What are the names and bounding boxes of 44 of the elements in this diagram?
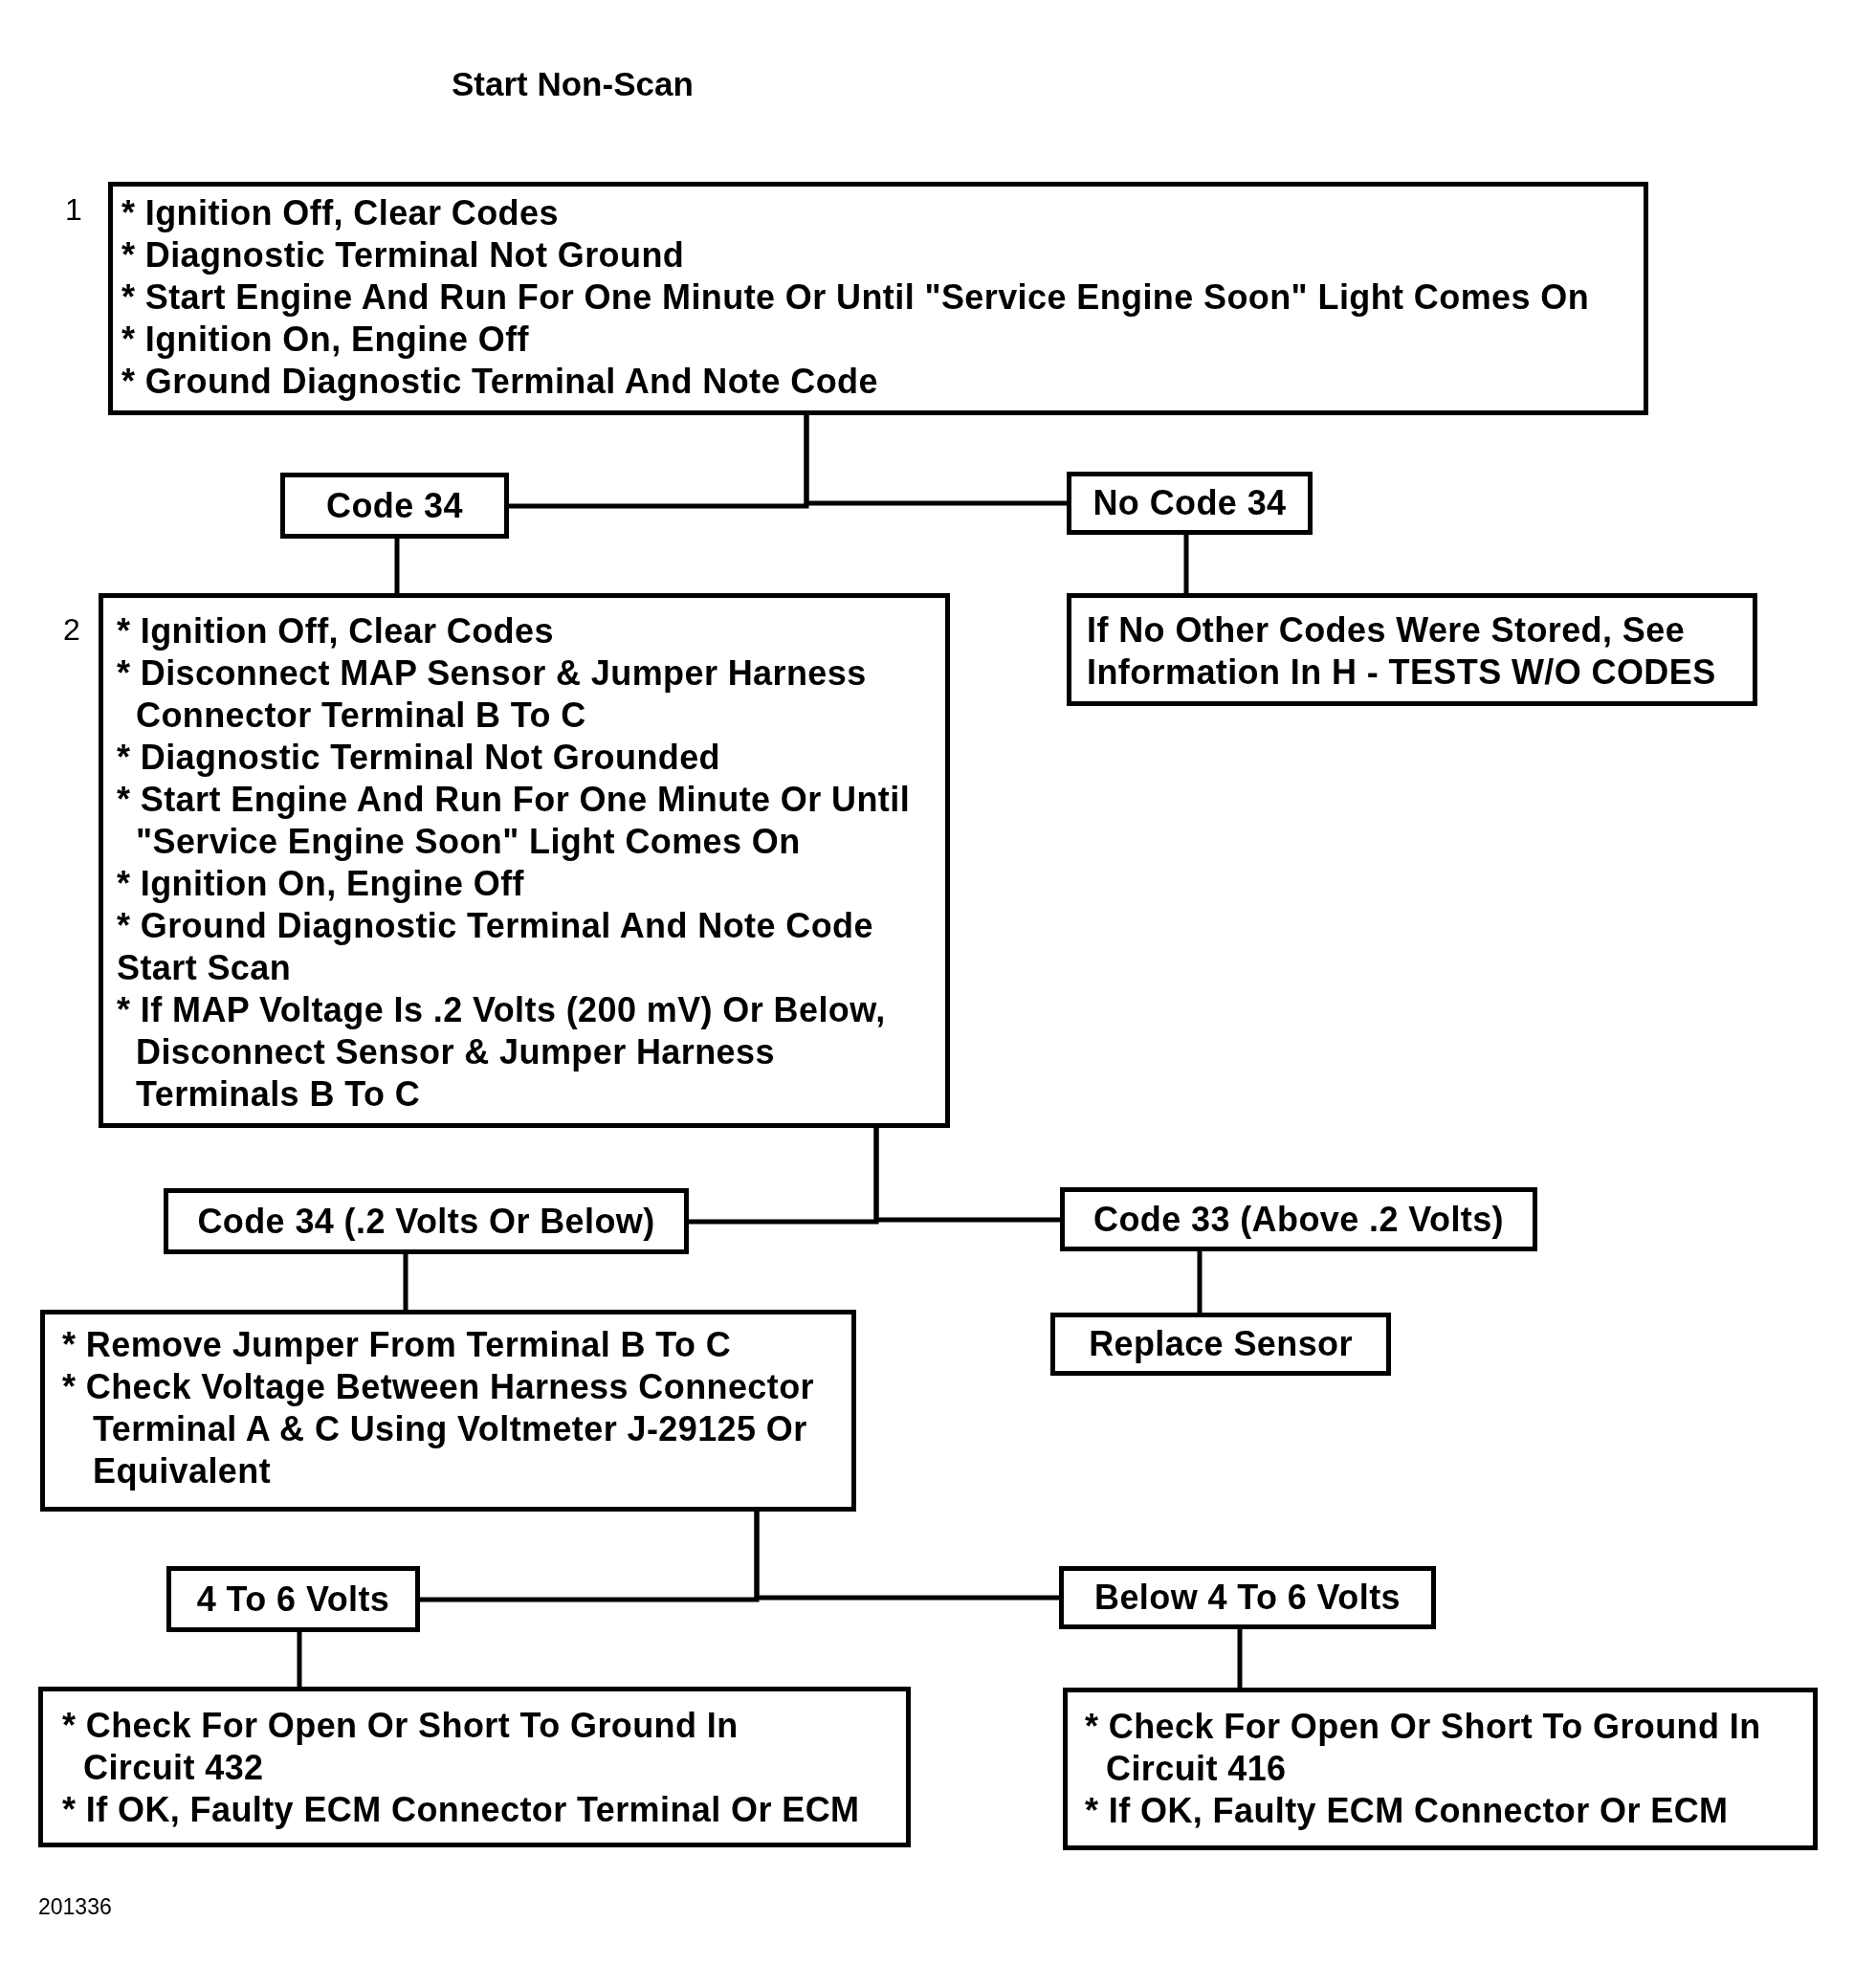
step-number: 2 (63, 611, 80, 649)
step-text: * Ignition On, Engine Off (117, 863, 525, 905)
step-text: * Diagnostic Terminal Not Grounded (117, 737, 721, 779)
step-box (40, 1310, 856, 1512)
outcome-box (164, 1188, 689, 1254)
outcome-text: Below 4 To 6 Volts (1094, 1577, 1401, 1619)
step-text: * Start Engine And Run For One Minute Or Until "Service Engine Soon" Light Comes On (121, 276, 1591, 319)
step-text: * If OK, Faulty ECM Connector Or ECM (1085, 1790, 1730, 1832)
outcome-text: Code 34 (.2 Volts Or Below) (197, 1200, 655, 1243)
step-text: * Ground Diagnostic Terminal And Note Code (117, 905, 874, 947)
outcome-box (1059, 1566, 1436, 1629)
outcome-box (280, 473, 509, 539)
step-text: If No Other Codes Were Stored, See Information In H - TESTS W/O CODES (1087, 609, 1717, 694)
step-box (1067, 593, 1757, 706)
step-text: * Check Voltage Between Harness Connector Terminal A & C Using Voltmeter J-29125 Or Equivalent (62, 1366, 815, 1492)
chart-title: Start Non-Scan (452, 65, 694, 103)
outcome-text: 4 To 6 Volts (196, 1578, 390, 1621)
step-text: * Ignition Off, Clear Codes (117, 610, 555, 652)
figure-number: 201336 (38, 1894, 112, 1919)
outcome-box (166, 1566, 420, 1632)
step-text: * Start Engine And Run For One Minute Or Until "Service Engine Soon" Light Comes On (117, 779, 912, 863)
outcome-text: Code 33 (Above .2 Volts) (1093, 1198, 1504, 1241)
step-text: * Check For Open Or Short To Ground In Circuit 416 (1085, 1706, 1762, 1790)
step-text: * Check For Open Or Short To Ground In Circuit 432 (62, 1705, 739, 1789)
step-text: * Remove Jumper From Terminal B To C (62, 1324, 733, 1366)
step-box (1063, 1688, 1818, 1850)
step-text: * Diagnostic Terminal Not Ground (121, 234, 686, 276)
outcome-box (1050, 1313, 1391, 1376)
step-text: * Disconnect MAP Sensor & Jumper Harness Connector Terminal B To C (117, 652, 868, 737)
outcome-text: No Code 34 (1093, 482, 1287, 524)
step-text: Start Scan (117, 947, 293, 989)
step-text: * Ground Diagnostic Terminal And Note Code (121, 361, 879, 403)
step-box (38, 1687, 911, 1847)
step-box (99, 593, 950, 1128)
step-text: * Ignition On, Engine Off (121, 319, 530, 361)
step-text: * If OK, Faulty ECM Connector Terminal Or ECM (62, 1789, 861, 1831)
step-text: * Ignition Off, Clear Codes (121, 192, 560, 234)
outcome-box (1067, 472, 1313, 535)
outcome-box (1060, 1187, 1537, 1251)
outcome-text: Replace Sensor (1089, 1323, 1353, 1365)
step-text: * If MAP Voltage Is .2 Volts (200 mV) Or Below, Disconnect Sensor & Jumper Harness Terminals B To C (117, 989, 887, 1115)
step-box (108, 182, 1648, 415)
outcome-text: Code 34 (326, 484, 463, 527)
step-number: 1 (65, 191, 82, 229)
